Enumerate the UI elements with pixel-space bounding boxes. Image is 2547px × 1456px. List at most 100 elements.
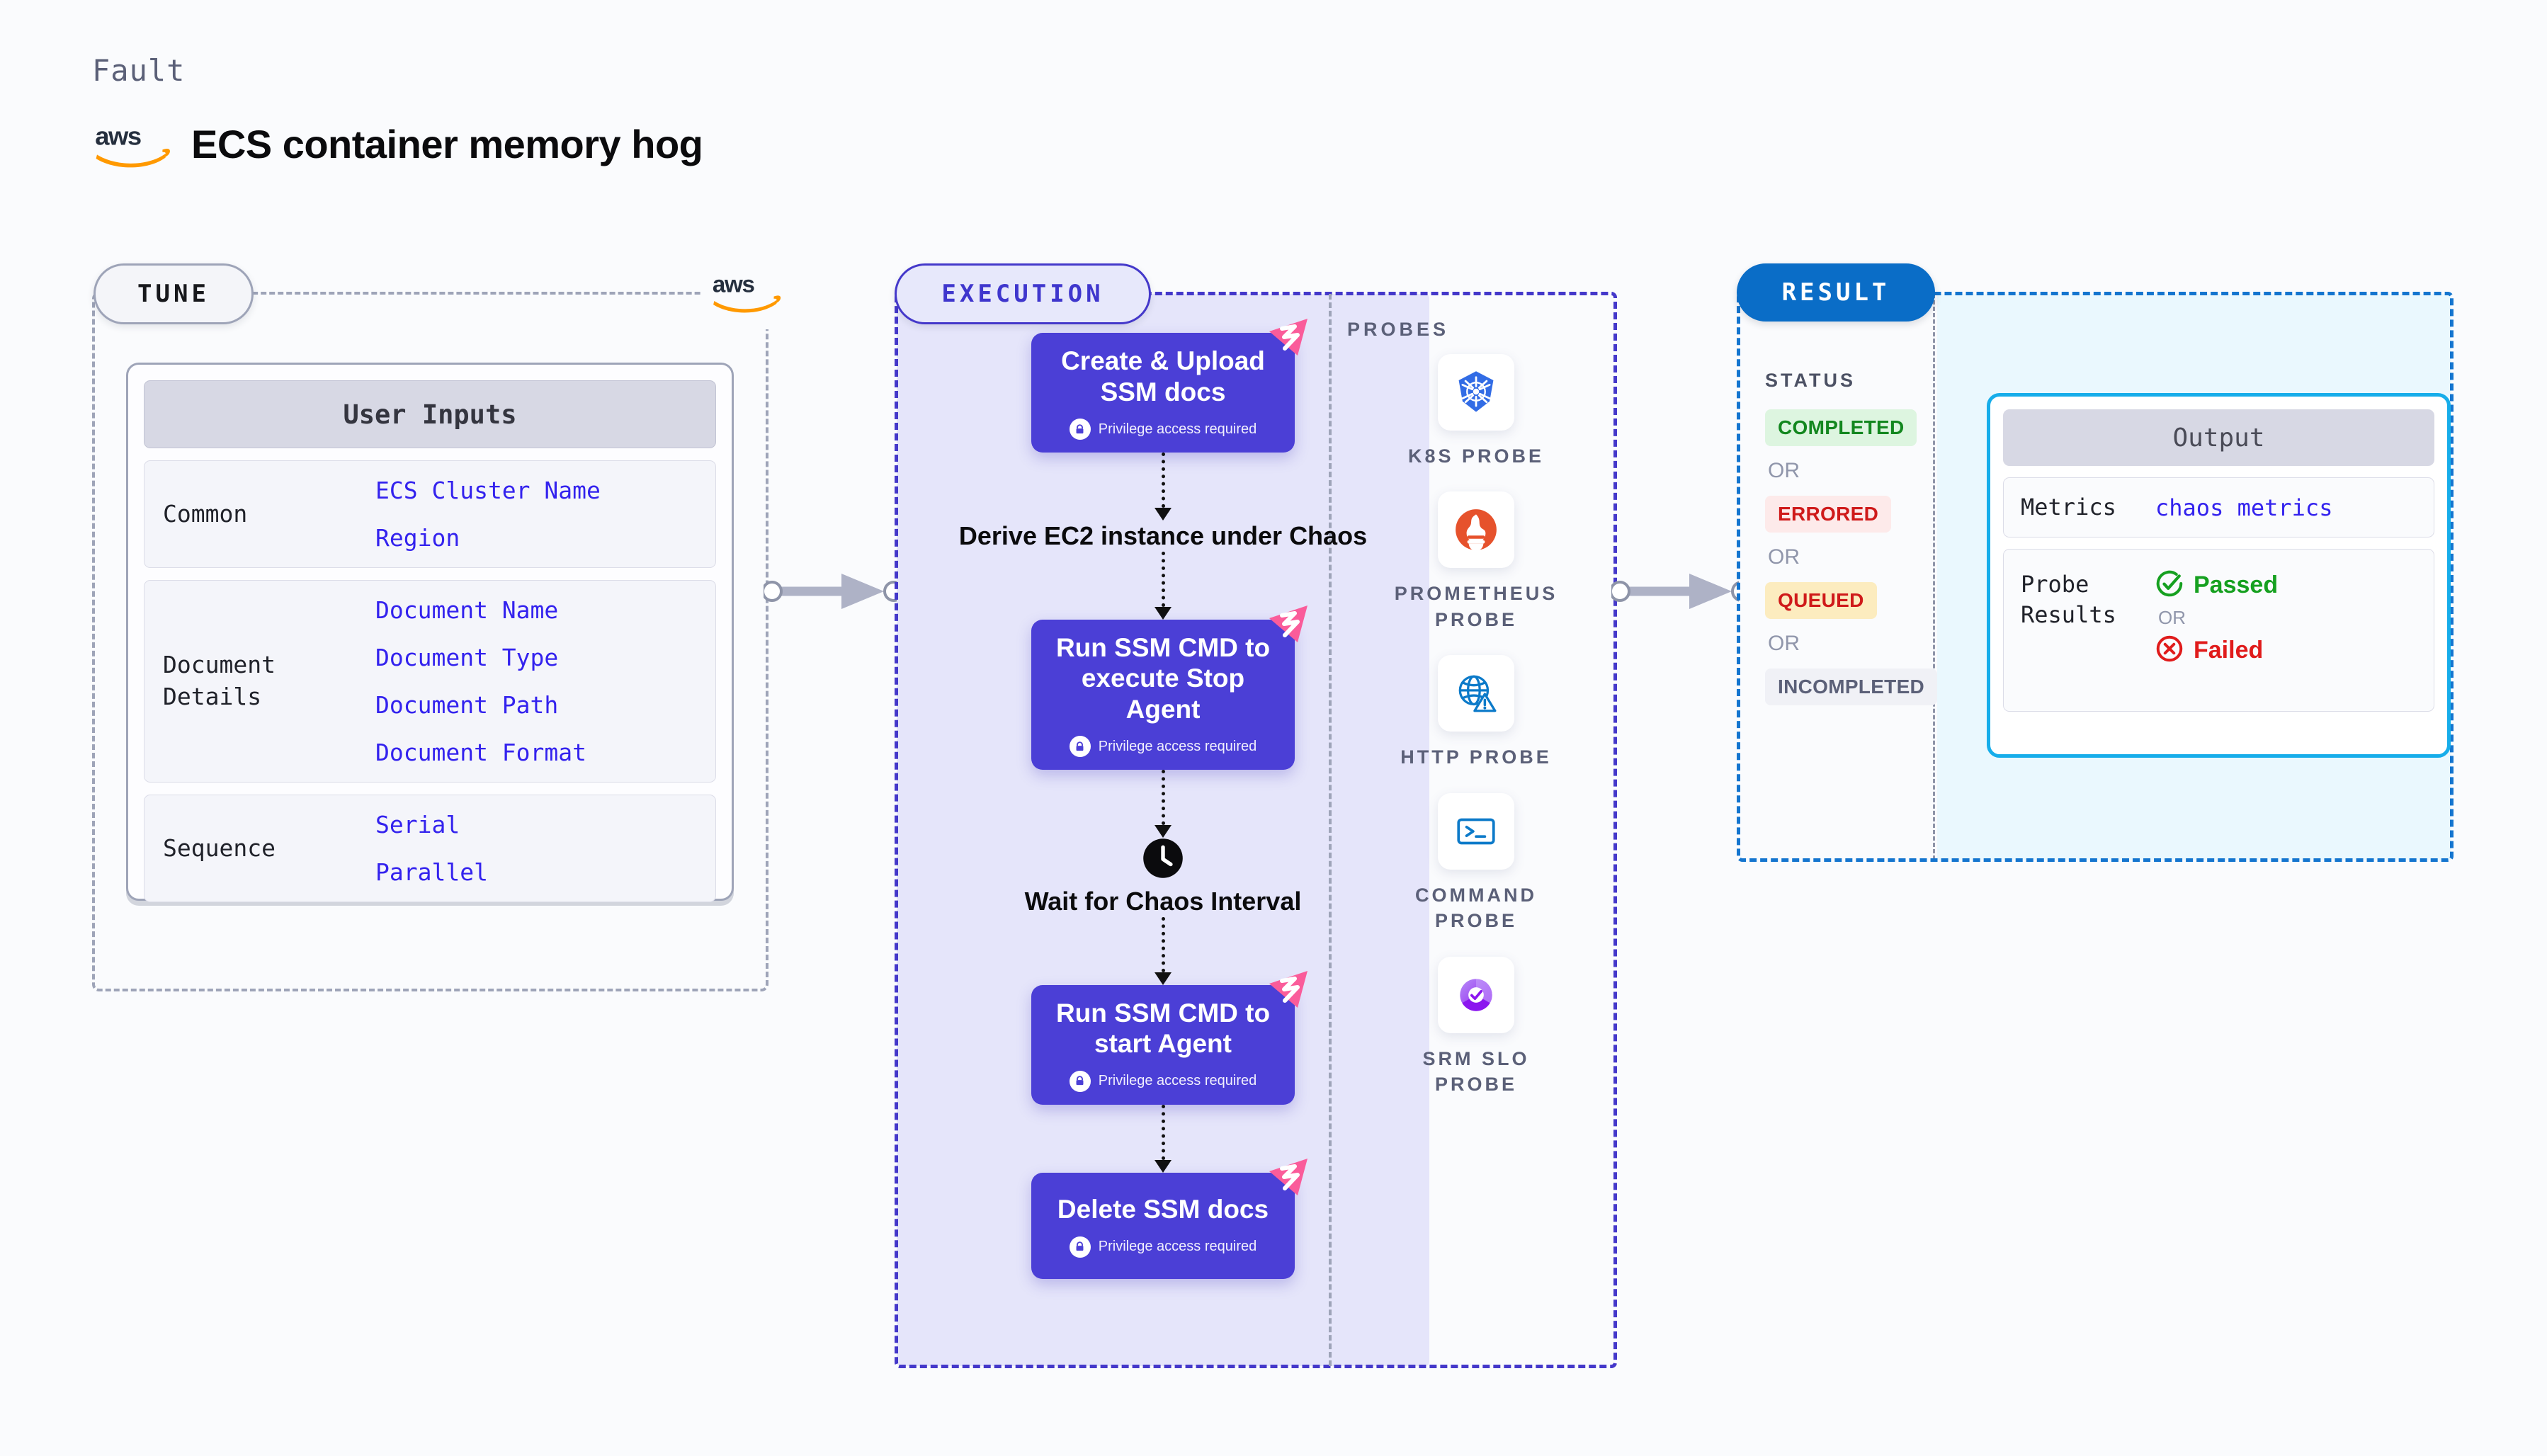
lock-icon bbox=[1069, 736, 1091, 758]
kubernetes-icon bbox=[1438, 354, 1514, 431]
input-row-sequence: Sequence Serial Parallel bbox=[144, 795, 716, 902]
input-value[interactable]: Parallel bbox=[375, 858, 488, 886]
input-row-label: Document Details bbox=[163, 651, 276, 710]
or-separator: OR bbox=[2158, 607, 2186, 629]
input-row-label: Common bbox=[163, 499, 248, 528]
tune-pill-label: TUNE bbox=[93, 263, 254, 324]
status-options: COMPLETED OR ERRORED OR QUEUED OR INCOMP… bbox=[1765, 409, 1942, 705]
harness-badge-icon bbox=[1266, 317, 1310, 357]
status-title: STATUS bbox=[1765, 370, 1856, 391]
flow-node-title: Wait for Chaos Interval bbox=[1024, 887, 1302, 916]
privilege-note: Privilege access required bbox=[1069, 419, 1257, 440]
harness-badge-icon bbox=[1266, 604, 1310, 644]
probe-item-prometheus[interactable]: PROMETHEUS PROBE bbox=[1395, 491, 1558, 632]
privilege-note-text: Privilege access required bbox=[1098, 1239, 1257, 1255]
check-circle-icon bbox=[2155, 569, 2184, 601]
input-value[interactable]: Serial bbox=[375, 811, 460, 838]
aws-logo-icon: aws bbox=[710, 268, 782, 314]
status-badge-completed: COMPLETED bbox=[1765, 409, 1917, 446]
execution-pill-label: EXECUTION bbox=[895, 263, 1151, 324]
output-row-label: Probe Results bbox=[2021, 571, 2116, 629]
result-pill-label: RESULT bbox=[1737, 263, 1935, 322]
flow-node-run-ssm-cmd-start-agent[interactable]: Run SSM CMD to start Agent Privilege acc… bbox=[1031, 970, 1307, 1105]
or-separator: OR bbox=[1768, 459, 1800, 482]
probe-result-failed: Failed bbox=[2155, 635, 2278, 666]
probe-label: PROMETHEUS PROBE bbox=[1394, 583, 1558, 630]
output-row-label: Metrics bbox=[2021, 494, 2116, 521]
probe-item-k8s[interactable]: K8S PROBE bbox=[1395, 354, 1558, 469]
output-row-probe-results: Probe Results Passed OR bbox=[2003, 549, 2434, 712]
privilege-note-text: Privilege access required bbox=[1098, 421, 1257, 437]
flow-arrow bbox=[1155, 551, 1172, 620]
terminal-icon bbox=[1438, 792, 1514, 870]
input-value[interactable]: ECS Cluster Name bbox=[375, 477, 601, 504]
flow-node-title: Delete SSM docs bbox=[1057, 1195, 1269, 1224]
flow-node-create-upload-ssm-docs[interactable]: Create & Upload SSM docs Privilege acces… bbox=[1031, 319, 1307, 453]
probe-item-http[interactable]: HTTP PROBE bbox=[1395, 655, 1558, 770]
fault-eyebrow: Fault bbox=[92, 53, 186, 88]
flow-arrow bbox=[1155, 916, 1172, 985]
output-metrics-value[interactable]: chaos metrics bbox=[2155, 494, 2333, 521]
privilege-note-text: Privilege access required bbox=[1098, 1073, 1257, 1089]
harness-badge-icon bbox=[1266, 1157, 1310, 1197]
input-row-document-details: Document Details Document Name Document … bbox=[144, 580, 716, 783]
input-value[interactable]: Document Name bbox=[375, 596, 559, 624]
input-value[interactable]: Document Type bbox=[375, 644, 559, 671]
flow-node-title: Run SSM CMD to execute Stop Agent bbox=[1055, 632, 1271, 724]
svg-text:aws: aws bbox=[95, 121, 141, 150]
lock-icon bbox=[1069, 1236, 1091, 1258]
clock-icon bbox=[1142, 838, 1184, 879]
result-status-column bbox=[1739, 294, 1935, 860]
http-globe-icon bbox=[1438, 655, 1514, 732]
aws-logo-icon: aws bbox=[92, 119, 171, 169]
page-title: ECS container memory hog bbox=[191, 121, 703, 166]
tune-panel bbox=[92, 292, 768, 991]
connector-tune-to-execution bbox=[764, 567, 905, 616]
lock-icon bbox=[1069, 419, 1091, 440]
result-panel bbox=[1737, 292, 2454, 862]
probes-title: PROBES bbox=[1347, 319, 1450, 340]
flow-node-delete-ssm-docs[interactable]: Delete SSM docs Privilege access require… bbox=[1031, 1158, 1307, 1279]
input-row-common: Common ECS Cluster Name Region bbox=[144, 460, 716, 568]
svg-text:aws: aws bbox=[712, 271, 754, 297]
probe-result-passed: Passed bbox=[2155, 569, 2278, 601]
output-row-metrics: Metrics chaos metrics bbox=[2003, 477, 2434, 538]
user-inputs-card: User Inputs Common ECS Cluster Name Regi… bbox=[126, 363, 734, 902]
srm-slo-icon bbox=[1438, 956, 1514, 1033]
probes-list: K8S PROBE PROMETHEUS PROBE bbox=[1346, 354, 1606, 1098]
connector-execution-to-result bbox=[1611, 567, 1753, 616]
privilege-note: Privilege access required bbox=[1069, 736, 1257, 758]
input-row-values: Serial Parallel bbox=[375, 811, 488, 886]
probe-label: COMMAND PROBE bbox=[1415, 884, 1537, 932]
x-circle-icon bbox=[2155, 635, 2184, 666]
privilege-note: Privilege access required bbox=[1069, 1236, 1257, 1258]
output-card: Output Metrics chaos metrics Probe Resul… bbox=[1987, 393, 2451, 758]
input-value[interactable]: Region bbox=[375, 524, 460, 552]
probe-label: HTTP PROBE bbox=[1400, 746, 1552, 768]
probe-result-failed-label: Failed bbox=[2194, 637, 2264, 664]
lock-icon bbox=[1069, 1070, 1091, 1092]
execution-panel bbox=[895, 292, 1617, 1368]
probe-label: K8S PROBE bbox=[1407, 445, 1545, 467]
flow-node-derive-ec2-instance: Derive EC2 instance under Chaos bbox=[958, 521, 1368, 551]
flow-arrow bbox=[1155, 453, 1172, 521]
flow-arrow bbox=[1155, 1104, 1172, 1173]
probe-result-options: Passed OR Failed bbox=[2155, 569, 2278, 666]
input-value[interactable]: Document Format bbox=[375, 739, 587, 766]
flow-node-wait-for-chaos-interval: Wait for Chaos Interval bbox=[1024, 838, 1302, 916]
flow-node-title: Create & Upload SSM docs bbox=[1061, 346, 1265, 406]
input-row-values: ECS Cluster Name Region bbox=[375, 477, 601, 552]
probe-item-srm-slo[interactable]: SRM SLO PROBE bbox=[1395, 956, 1558, 1098]
privilege-note: Privilege access required bbox=[1069, 1070, 1257, 1092]
output-title: Output bbox=[2003, 409, 2434, 466]
probe-item-command[interactable]: COMMAND PROBE bbox=[1395, 792, 1558, 934]
probes-divider bbox=[1329, 294, 1332, 1366]
input-row-label: Sequence bbox=[163, 834, 276, 862]
user-inputs-title: User Inputs bbox=[144, 380, 716, 448]
input-value[interactable]: Document Path bbox=[375, 691, 559, 719]
status-badge-incompleted: INCOMPLETED bbox=[1765, 669, 1938, 705]
privilege-note-text: Privilege access required bbox=[1098, 738, 1257, 754]
or-separator: OR bbox=[1768, 632, 1800, 655]
flow-node-run-ssm-cmd-stop-agent[interactable]: Run SSM CMD to execute Stop Agent Privil… bbox=[1031, 605, 1307, 770]
